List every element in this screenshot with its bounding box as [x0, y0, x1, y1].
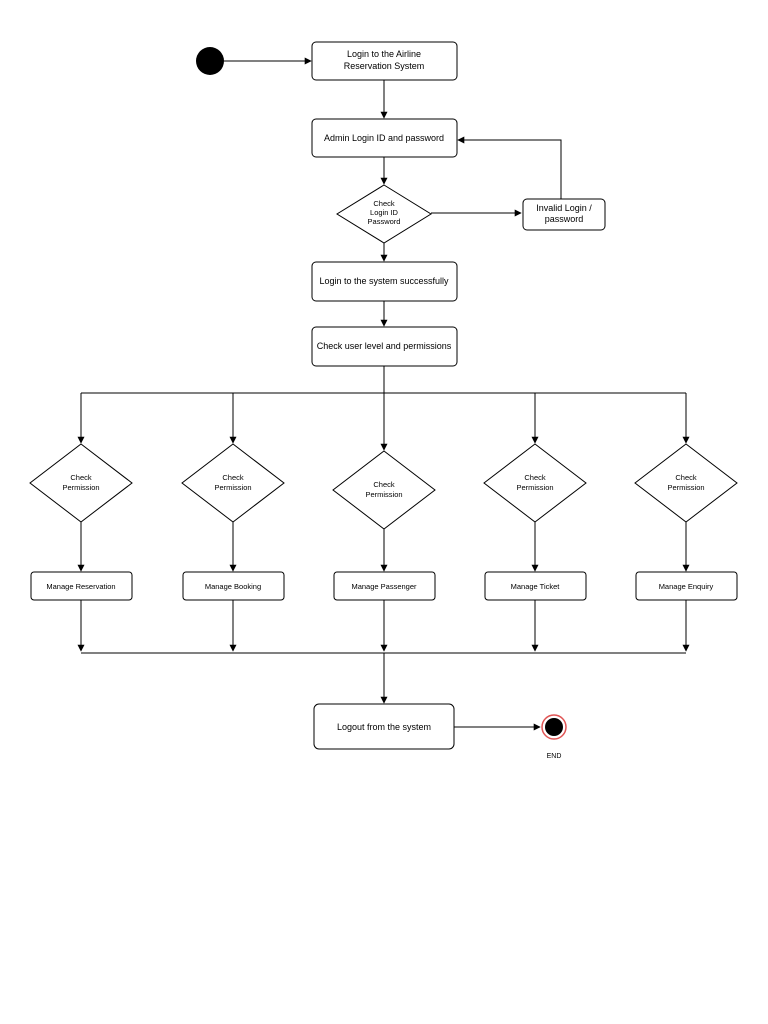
- node-login-success: Login to the system successfully: [311, 261, 458, 302]
- node-manage-passenger-label: Manage Passenger: [351, 582, 417, 591]
- node-perm-2: Check Permission: [181, 443, 285, 523]
- node-check-level-label: Check user level and permissions: [317, 341, 452, 351]
- node-check-level: Check user level and permissions: [311, 326, 458, 367]
- node-manage-reservation: Manage Reservation: [30, 571, 133, 601]
- node-perm-2-line1: Check: [222, 473, 244, 482]
- edges: [77, 57, 690, 731]
- node-perm-4-line2: Permission: [516, 483, 553, 492]
- start-node: [196, 47, 224, 75]
- node-check-login: Check Login ID Password: [336, 184, 432, 244]
- node-logout-label: Logout from the system: [337, 722, 431, 732]
- node-perm-5-line2: Permission: [667, 483, 704, 492]
- node-manage-ticket: Manage Ticket: [484, 571, 587, 601]
- node-manage-booking-label: Manage Booking: [205, 582, 261, 591]
- node-perm-5: Check Permission: [634, 443, 738, 523]
- node-perm-1-line2: Permission: [62, 483, 99, 492]
- node-admin-login-label: Admin Login ID and password: [324, 133, 444, 143]
- node-check-login-line2: Login ID: [370, 208, 399, 217]
- edge-invalid-to-admin: [457, 136, 562, 199]
- node-check-login-line3: Password: [368, 217, 401, 226]
- node-manage-enquiry-label: Manage Enquiry: [659, 582, 714, 591]
- end-node: END: [541, 714, 567, 760]
- node-perm-4-line1: Check: [524, 473, 546, 482]
- node-perm-1-line1: Check: [70, 473, 92, 482]
- node-perm-2-line2: Permission: [214, 483, 251, 492]
- node-manage-passenger: Manage Passenger: [333, 571, 436, 601]
- node-login-airline: Login to the Airline Reservation System: [311, 41, 458, 81]
- node-perm-3: Check Permission: [332, 450, 436, 530]
- node-perm-1: Check Permission: [29, 443, 133, 523]
- node-manage-enquiry: Manage Enquiry: [635, 571, 738, 601]
- node-login-airline-line2: Reservation System: [344, 61, 425, 71]
- node-invalid-login-line2: password: [545, 214, 584, 224]
- node-manage-ticket-label: Manage Ticket: [511, 582, 561, 591]
- end-label: END: [547, 753, 562, 760]
- node-manage-reservation-label: Manage Reservation: [46, 582, 115, 591]
- node-perm-5-line1: Check: [675, 473, 697, 482]
- node-perm-3-line1: Check: [373, 480, 395, 489]
- node-manage-booking: Manage Booking: [182, 571, 285, 601]
- node-perm-4: Check Permission: [483, 443, 587, 523]
- node-invalid-login: Invalid Login / password: [522, 198, 606, 231]
- node-login-airline-line1: Login to the Airline: [347, 49, 421, 59]
- node-perm-3-line2: Permission: [365, 490, 402, 499]
- node-login-success-label: Login to the system successfully: [319, 276, 449, 286]
- node-invalid-login-line1: Invalid Login /: [536, 203, 592, 213]
- node-logout: Logout from the system: [313, 703, 455, 750]
- node-check-login-line1: Check: [373, 199, 395, 208]
- node-admin-login: Admin Login ID and password: [311, 118, 458, 158]
